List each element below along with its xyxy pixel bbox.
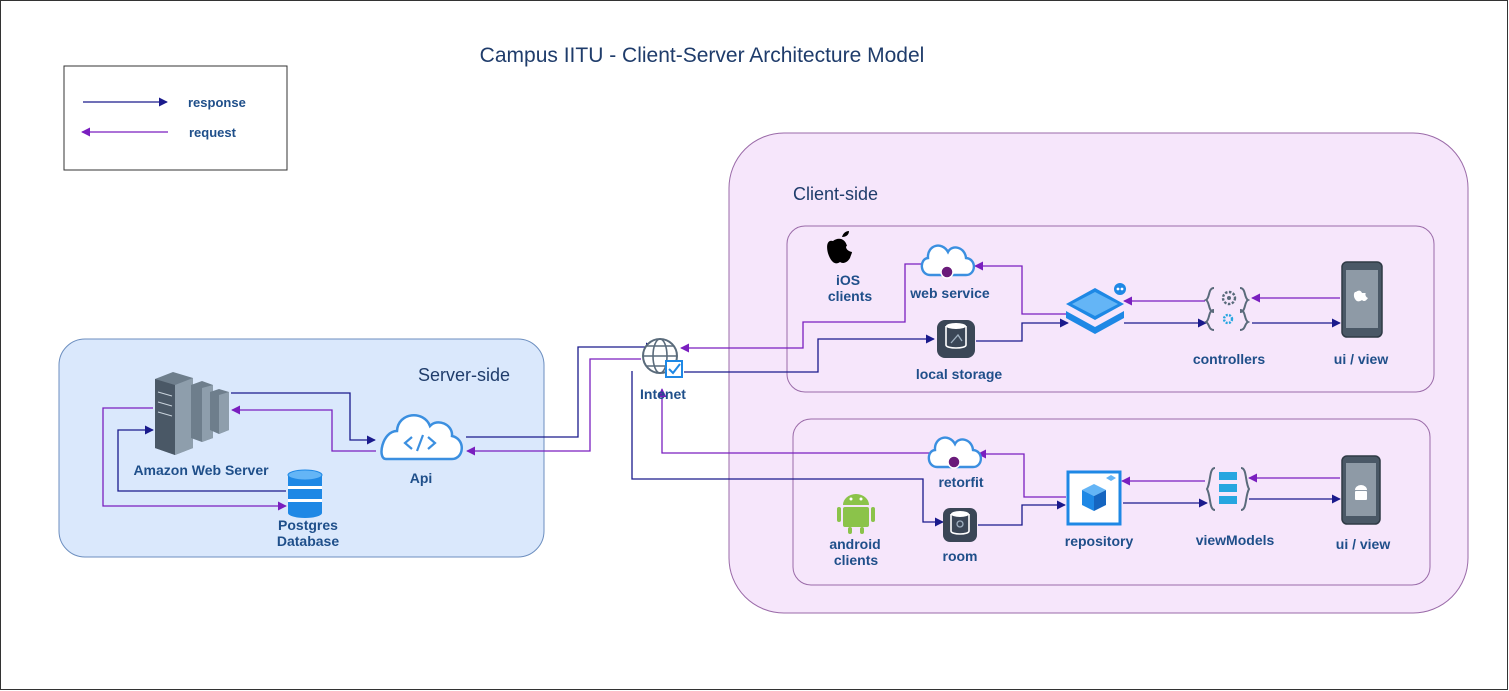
client-side-label: Client-side bbox=[793, 184, 878, 204]
internet-label: Intenet bbox=[640, 386, 686, 402]
apple-icon bbox=[827, 231, 852, 264]
db-to-aws-response bbox=[117, 425, 286, 492]
gear-braces-icon bbox=[1203, 287, 1251, 331]
legend-request-label: request bbox=[189, 125, 237, 140]
android-clients-line2: clients bbox=[834, 552, 879, 568]
server-side-label: Server-side bbox=[418, 365, 510, 385]
phone-icon bbox=[1341, 455, 1381, 525]
server-rack-icon bbox=[155, 372, 229, 455]
layers-icon bbox=[1066, 470, 1122, 526]
ios-clients-line2: clients bbox=[828, 288, 873, 304]
controllers-label: controllers bbox=[1193, 351, 1266, 367]
webservice-to-internet-arrow bbox=[680, 263, 936, 353]
connectors bbox=[102, 261, 1341, 527]
aws-to-db-request bbox=[102, 407, 287, 511]
localstorage-to-layers-arrow bbox=[976, 318, 1069, 342]
phone-icon bbox=[1341, 261, 1383, 338]
postgres-label-line2: Database bbox=[277, 533, 339, 549]
room-to-repository-arrow bbox=[978, 500, 1066, 526]
layers-to-webservice-arrow bbox=[974, 261, 1069, 315]
android-icon bbox=[837, 494, 875, 534]
cloud-service-icon bbox=[920, 244, 976, 279]
database-icon bbox=[287, 469, 323, 518]
api-to-internet-arrow bbox=[466, 342, 655, 438]
web-service-label: web service bbox=[909, 285, 990, 301]
api-to-aws-arrow bbox=[231, 405, 376, 452]
layers-icon bbox=[1066, 283, 1126, 334]
retrofit-to-internet-arrow bbox=[657, 388, 934, 454]
api-label: Api bbox=[410, 470, 433, 486]
android-ui-view-label: ui / view bbox=[1336, 536, 1391, 552]
ios-clients-line1: iOS bbox=[836, 272, 860, 288]
database-icon bbox=[937, 320, 975, 358]
aws-label: Amazon Web Server bbox=[133, 462, 269, 478]
list-braces-icon bbox=[1205, 467, 1251, 511]
globe-check-icon bbox=[642, 338, 683, 378]
cloud-code-icon bbox=[380, 414, 463, 461]
room-label: room bbox=[943, 548, 978, 564]
local-storage-label: local storage bbox=[916, 366, 1003, 382]
cloud-service-icon bbox=[927, 436, 983, 469]
repository-label: repository bbox=[1065, 533, 1134, 549]
diagram-title: Campus IITU - Client-Server Architecture… bbox=[480, 44, 925, 67]
repository-to-retrofit-arrow bbox=[977, 449, 1066, 498]
android-clients-line1: android bbox=[829, 536, 880, 552]
aws-to-api-arrow bbox=[231, 392, 376, 445]
retrofit-label: retorfit bbox=[938, 474, 983, 490]
postgres-label-line1: Postgres bbox=[278, 517, 338, 533]
ios-ui-view-label: ui / view bbox=[1334, 351, 1389, 367]
legend-response-label: response bbox=[188, 95, 246, 110]
internet-to-api-arrow bbox=[466, 358, 641, 456]
internet-to-room-arrow bbox=[631, 371, 944, 527]
internet-to-localstorage-arrow bbox=[684, 334, 935, 373]
legend: response request bbox=[63, 65, 288, 171]
database-icon bbox=[943, 508, 977, 542]
viewmodels-label: viewModels bbox=[1196, 532, 1275, 548]
